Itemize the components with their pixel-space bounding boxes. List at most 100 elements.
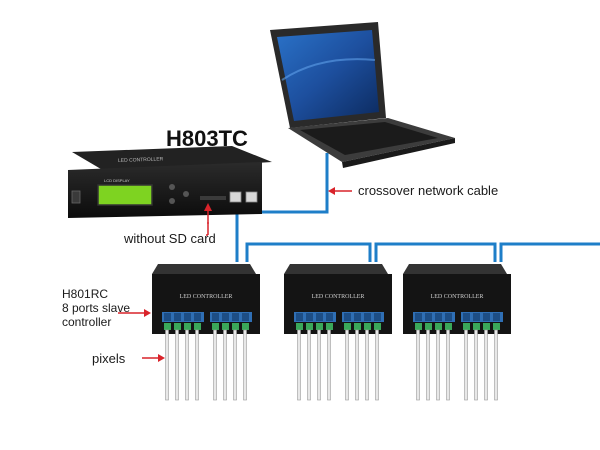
slave-connector	[242, 323, 249, 330]
slave-connector	[445, 323, 452, 330]
slave-top	[403, 264, 507, 274]
slave-controller: LED CONTROLLER	[284, 264, 392, 401]
master-controller-title: H803TC	[166, 126, 248, 151]
pixel-strand	[484, 329, 488, 401]
slave-controller-label: H801RC 8 ports slave controller	[62, 287, 130, 329]
master-controller: LED CONTROLLER LCD DISPLAY	[68, 146, 272, 218]
pixel-strand	[365, 329, 369, 401]
slave-label-line: 8 ports slave	[62, 301, 131, 315]
pixels-label: pixels	[92, 351, 126, 366]
label-arrows	[118, 187, 352, 362]
crossover-cable-label: crossover network cable	[358, 183, 499, 198]
slave-panel-label: LED CONTROLLER	[431, 294, 484, 300]
slave-terminal	[232, 313, 239, 321]
arrow-head	[328, 187, 335, 195]
slave-connector	[222, 323, 229, 330]
slave-connector	[354, 323, 361, 330]
slave-connector	[296, 323, 303, 330]
pixel-strand	[464, 329, 468, 401]
slave-terminal	[473, 313, 480, 321]
pixel-strand	[195, 329, 199, 401]
slave-terminal	[445, 313, 452, 321]
slave-terminal-block	[413, 312, 455, 322]
slave-label-line: H801RC	[62, 287, 109, 301]
master-button	[183, 191, 189, 197]
slave-connector	[374, 323, 381, 330]
pixel-strand	[494, 329, 498, 401]
slave-connector	[316, 323, 323, 330]
slave-connector	[326, 323, 333, 330]
slave-connector	[473, 323, 480, 330]
master-power-switch	[71, 190, 81, 204]
pixel-strand	[317, 329, 321, 401]
arrow-head	[144, 309, 151, 317]
pixel-strand	[474, 329, 478, 401]
slave-connector	[184, 323, 191, 330]
pixel-strand	[165, 329, 169, 401]
cable-slave-2-to-slave-3	[374, 242, 497, 262]
slave-terminal	[316, 313, 323, 321]
lcd-display-label: LCD DISPLAY	[104, 178, 130, 183]
slave-terminal	[212, 313, 219, 321]
slave-terminal	[483, 313, 490, 321]
pixel-strand	[223, 329, 227, 401]
slave-controller: LED CONTROLLER	[152, 264, 260, 401]
slave-connector	[483, 323, 490, 330]
master-button	[169, 198, 175, 204]
slave-connector	[164, 323, 171, 330]
slave-connector	[415, 323, 422, 330]
pixel-strand	[307, 329, 311, 401]
slave-label-line: controller	[62, 315, 112, 329]
master-ethernet-port	[245, 191, 258, 203]
slave-controller: LED CONTROLLER	[403, 264, 511, 401]
slave-terminal	[354, 313, 361, 321]
slave-controllers: LED CONTROLLER LED CONTROLLER LED CONTROLL…	[152, 264, 511, 401]
network-cables	[235, 153, 600, 262]
slave-terminal	[374, 313, 381, 321]
slave-terminal-block	[461, 312, 503, 322]
slave-connector	[364, 323, 371, 330]
pixel-strand	[345, 329, 349, 401]
pixel-strand	[213, 329, 217, 401]
slave-connector	[306, 323, 313, 330]
pixel-strand	[375, 329, 379, 401]
slave-connector	[174, 323, 181, 330]
laptop-screen	[277, 30, 379, 121]
master-panel-label: LED CONTROLLER	[118, 156, 164, 164]
slave-terminal	[364, 313, 371, 321]
slave-terminal	[415, 313, 422, 321]
laptop	[270, 22, 455, 168]
slave-terminal	[463, 313, 470, 321]
slave-connector	[463, 323, 470, 330]
slave-terminal	[242, 313, 249, 321]
master-ethernet-port	[229, 191, 242, 203]
pixel-strand	[426, 329, 430, 401]
slave-panel-label: LED CONTROLLER	[312, 294, 365, 300]
master-lcd-screen	[97, 184, 153, 206]
master-sd-slot	[200, 196, 226, 200]
arrow-head	[158, 354, 165, 362]
slave-terminal	[344, 313, 351, 321]
cable-slave-3-onward	[499, 242, 600, 262]
slave-connector	[232, 323, 239, 330]
cable-slave-1-to-slave-2	[245, 242, 372, 262]
slave-terminal-block	[294, 312, 336, 322]
slave-terminal	[425, 313, 432, 321]
slave-terminal-block	[210, 312, 252, 322]
slave-connector	[212, 323, 219, 330]
slave-connector	[435, 323, 442, 330]
pixel-strand	[355, 329, 359, 401]
slave-terminal	[184, 313, 191, 321]
slave-connector	[344, 323, 351, 330]
pixel-strand	[233, 329, 237, 401]
pixel-strand	[416, 329, 420, 401]
sd-card-label: without SD card	[124, 231, 216, 246]
slave-terminal	[306, 313, 313, 321]
pixel-strand	[327, 329, 331, 401]
pixel-strand	[446, 329, 450, 401]
arrow-head	[204, 203, 212, 211]
slave-terminal	[326, 313, 333, 321]
slave-connector	[194, 323, 201, 330]
master-front-panel	[68, 162, 262, 218]
